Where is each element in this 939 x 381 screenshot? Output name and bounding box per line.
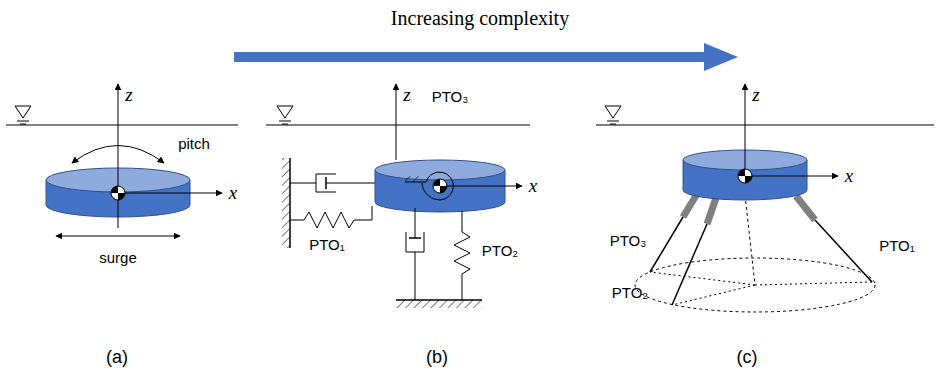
panel-caption: (c) [737,347,758,368]
axis-label: z [125,84,132,106]
center-symbol [111,186,125,200]
motion-label: pitch [178,135,210,152]
panel-b [266,84,530,308]
pto-label: PTO₂ [482,242,518,259]
panel-caption: (a) [106,347,128,368]
pto-label: PTO₁ [879,237,915,254]
axis-label: z [403,84,410,106]
complexity-arrow [234,43,738,71]
axis-label: x [229,182,237,204]
heading-label: Increasing complexity [391,7,569,30]
pto-label: PTO₃ [432,88,469,105]
pto-label: PTO₂ [612,284,648,301]
pto-label: PTO₁ [309,236,345,253]
panel-caption: (b) [426,347,448,368]
axis-label: z [752,84,759,106]
axis-label: x [529,175,537,197]
panel-a [6,84,238,236]
motion-label: surge [99,249,137,266]
pto-label: PTO₃ [610,232,647,249]
axis-label: x [845,165,853,187]
panel-c [596,84,934,312]
